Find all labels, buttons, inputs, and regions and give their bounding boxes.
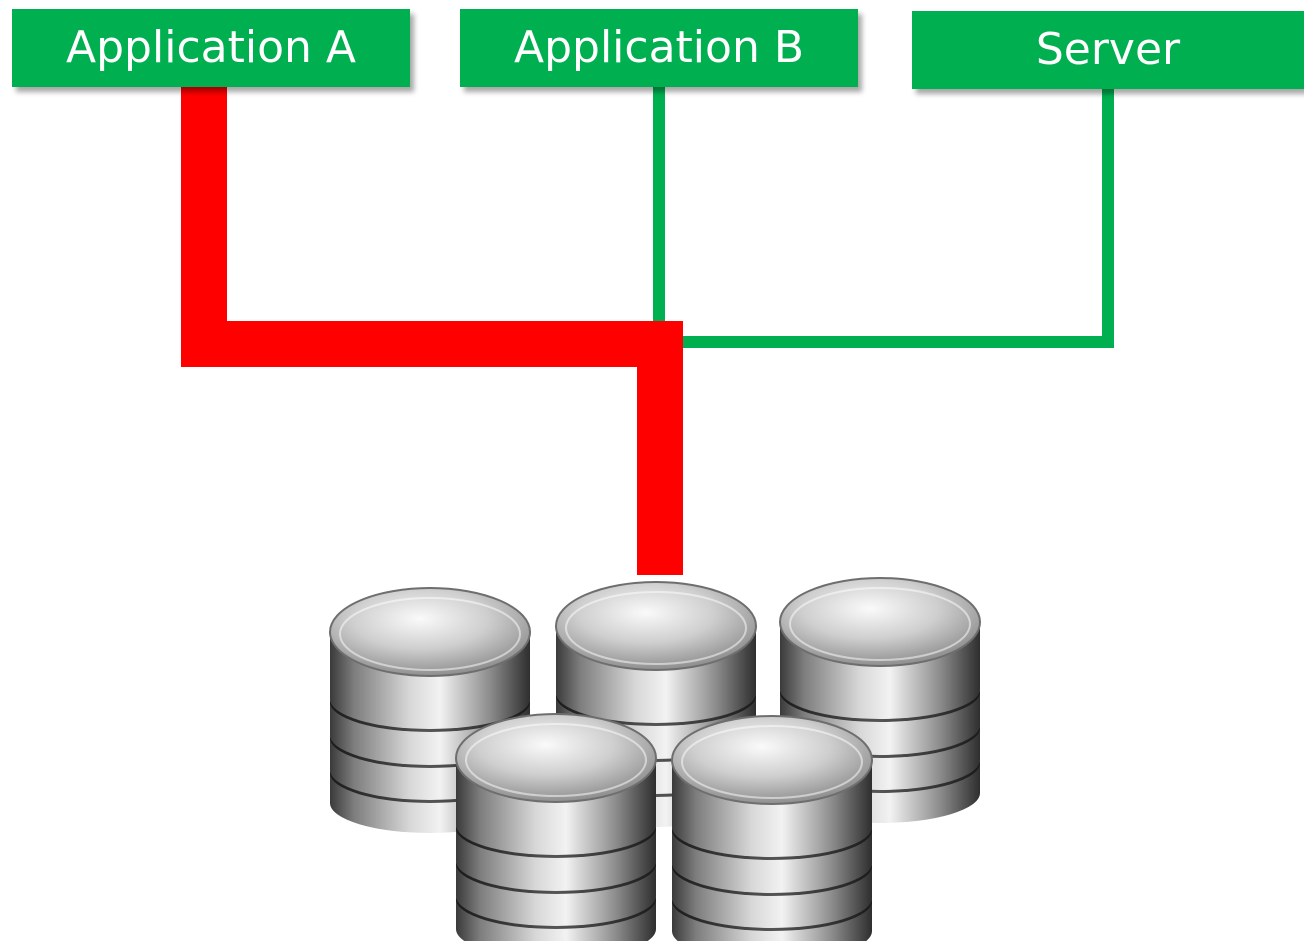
application-a-node: Application A xyxy=(12,9,410,87)
connector-lines xyxy=(181,86,1114,575)
application-b-node: Application B xyxy=(460,9,858,87)
database-cluster xyxy=(329,577,981,941)
connector-application-a xyxy=(181,86,683,575)
server-node: Server xyxy=(912,11,1304,89)
application-b-label: Application B xyxy=(513,22,805,73)
database-icon xyxy=(671,715,873,941)
connector-server xyxy=(682,88,1114,348)
server-label: Server xyxy=(1035,24,1181,75)
database-icon xyxy=(455,713,657,941)
connector-application-b xyxy=(653,86,682,348)
application-a-label: Application A xyxy=(66,22,356,73)
